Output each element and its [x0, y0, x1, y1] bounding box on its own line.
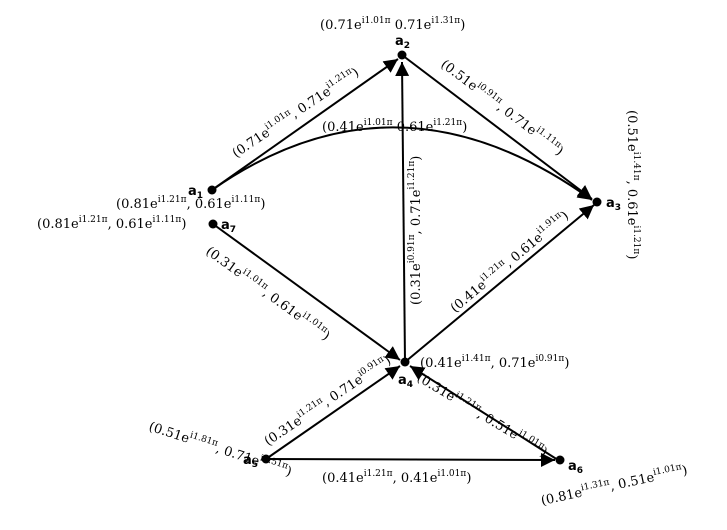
node-label-a3: a3	[606, 196, 621, 213]
node-a1	[207, 185, 217, 195]
node-value-a3: (0.51ei1.41π, 0.61ei1.21π)	[624, 110, 641, 259]
node-value-a5: (0.51ei1.81π, 0.71ei0.51π)	[147, 418, 294, 480]
edge-a5-a4	[265, 365, 401, 460]
node-labels: a1 a2 a3 a4 a5 a6 a7	[188, 34, 621, 476]
node-a4	[400, 357, 410, 367]
node-value-a6: (0.81ei1.31π, 0.51ei1.01π)	[539, 461, 689, 509]
node-label-a1: a1	[188, 184, 203, 201]
node-label-a5: a5	[243, 453, 258, 470]
node-value-a7: (0.81ei1.21π, 0.61ei1.11π)	[37, 215, 186, 232]
edge-a1-a3	[211, 126, 593, 201]
node-a3	[592, 197, 602, 207]
edge-label-a5-a6: (0.41ei1.21π, 0.41ei1.01π)	[322, 469, 471, 486]
edge-label-a2-a3: (0.51ei0.91π, 0.71ei1.11π)	[438, 56, 568, 159]
node-label-a6: a6	[568, 459, 583, 476]
node-a6	[555, 455, 565, 465]
edge-a2-a3	[401, 54, 593, 200]
node-a7	[208, 219, 218, 229]
edge-label-a5-a4: (0.31ei1.21π, 0.71ei0.91π)	[261, 352, 394, 450]
edge-a4-a3	[404, 204, 595, 363]
edge-label-a7-a4: (0.31ei1.01π, 0.61ei1.01π)	[203, 242, 334, 344]
node-a2	[397, 50, 407, 60]
node-label-a2: a2	[395, 34, 410, 51]
nodes-layer	[207, 50, 602, 465]
node-label-a7: a7	[221, 218, 236, 235]
node-value-a2: (0.71ei1.01π 0.71ei1.31π)	[320, 16, 465, 33]
node-label-a4: a4	[398, 373, 413, 390]
edge-a5-a6	[265, 452, 556, 467]
edge-labels: (0.71ei1.01π, 0.71ei1.21π) (0.41ei1.01π …	[203, 56, 572, 486]
edge-label-a6-a4: (0.31ei1.21π, 0.51ei1.01π)	[414, 369, 551, 461]
edge-label-a1-a3: (0.41ei1.01π 0.61ei1.21π)	[322, 118, 467, 135]
edge-a4-a2	[395, 61, 410, 363]
edge-a7-a4	[212, 223, 401, 361]
edge-label-a1-a2: (0.71ei1.01π, 0.71ei1.21π)	[229, 64, 362, 162]
node-a5	[261, 454, 271, 464]
edge-label-a4-a2: (0.31ei0.91π, 0.71ei1.21π)	[407, 156, 424, 305]
node-value-a1: (0.81ei1.21π, 0.61ei1.11π)	[116, 195, 265, 212]
node-value-a4: (0.41ei1.41π, 0.71ei0.91π)	[420, 354, 569, 371]
edge-label-a4-a3: (0.41ei1.21π, 0.61ei1.91π)	[447, 207, 572, 316]
edges-layer	[211, 54, 595, 467]
edge-a6-a4	[409, 365, 559, 461]
edge-a1-a2	[211, 58, 399, 191]
node-value-labels: (0.71ei1.01π 0.71ei1.31π) (0.81ei1.21π, …	[37, 16, 689, 509]
